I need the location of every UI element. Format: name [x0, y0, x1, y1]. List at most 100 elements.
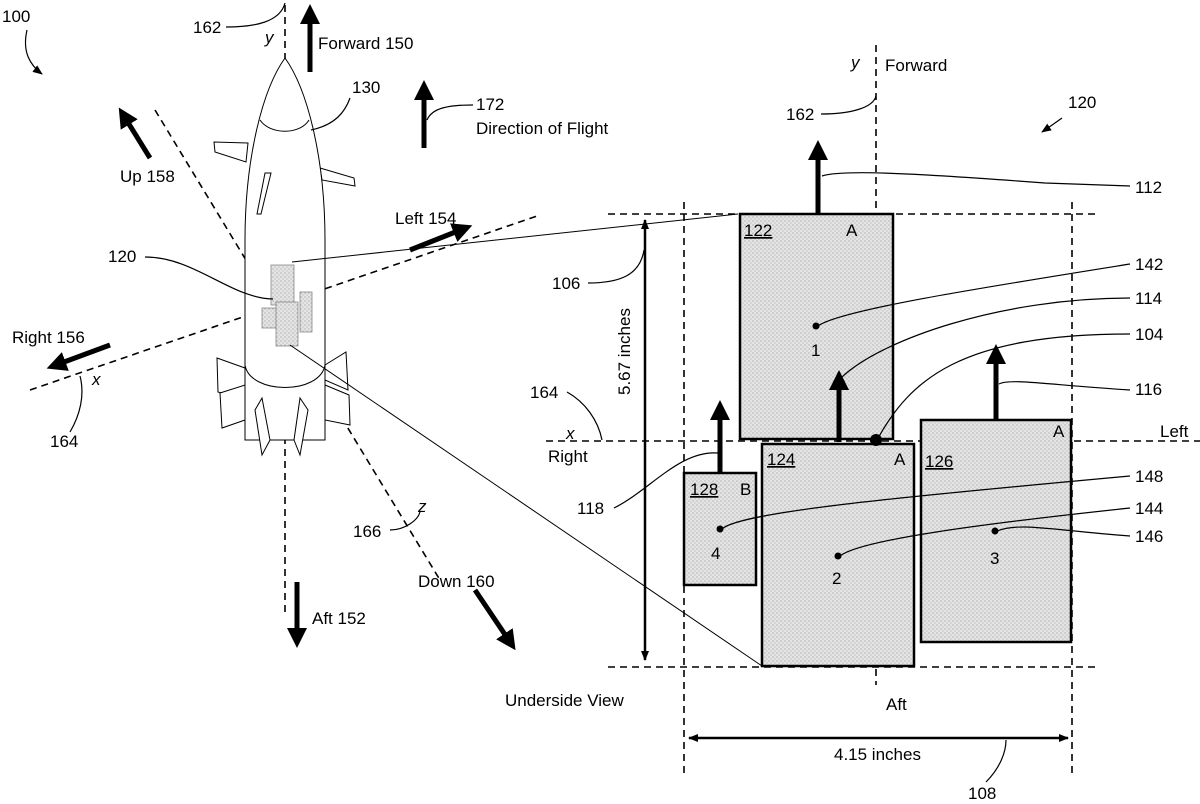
- mini-component-122: [270, 264, 295, 306]
- left-canard: [213, 141, 249, 163]
- z-axis-line: [154, 109, 441, 581]
- leader-104: [876, 333, 1131, 441]
- aft-label-right: Aft: [886, 695, 907, 714]
- component-124-index: 2: [832, 569, 841, 588]
- component-128-type: B: [740, 480, 751, 499]
- height-dimension-label: 5.67 inches: [615, 308, 634, 395]
- z-axis-ref: 166: [353, 522, 381, 541]
- component-124: 124 A 2: [760, 370, 916, 668]
- vehicle-body: [244, 57, 326, 441]
- x-axis-leader-right: [566, 391, 603, 441]
- y-axis-label: y: [264, 28, 275, 47]
- forward-label-right: Forward: [885, 56, 947, 75]
- component-122-cg-dot: [812, 322, 820, 330]
- left-arrow-icon: [409, 223, 473, 253]
- leader-148: [721, 475, 1131, 530]
- y-axis-leader-right: [820, 95, 877, 115]
- left-label: Left 154: [395, 209, 456, 228]
- component-128-cg-dot: [716, 525, 724, 533]
- y-axis-label-right: y: [850, 53, 861, 72]
- leader-118: [613, 452, 719, 509]
- up-label: Up 158: [120, 167, 175, 186]
- component-122-type: A: [846, 221, 858, 240]
- origin-ref-104: 104: [1135, 325, 1163, 344]
- y-axis-ref-right: 162: [786, 105, 814, 124]
- component-126-cg-dot: [991, 527, 999, 535]
- projection-line-top: [291, 213, 739, 263]
- z-axis-label: z: [417, 497, 427, 516]
- component-122: 122 A 1: [738, 140, 895, 441]
- vehicle-leader: [310, 97, 351, 131]
- x-axis-ref: 164: [50, 432, 78, 451]
- assembly-leader-left: [144, 256, 274, 300]
- leader-116: [998, 381, 1131, 391]
- down-label: Down 160: [418, 572, 495, 591]
- component-126-ref: 126: [925, 452, 953, 471]
- height-dimension-ref: 106: [552, 274, 580, 293]
- right-label: Right 156: [12, 328, 85, 347]
- vector-ref-114: 114: [1135, 289, 1162, 308]
- x-axis-ref-right: 164: [530, 383, 558, 402]
- assembly-ref-left: 120: [108, 247, 136, 266]
- component-128: 128 B 4: [682, 400, 758, 587]
- window-slot: [256, 172, 272, 215]
- leader-114: [840, 297, 1131, 379]
- component-124-type: A: [894, 450, 906, 469]
- component-128-index: 4: [711, 544, 720, 563]
- width-dimension-ref: 108: [968, 784, 996, 803]
- left-view: 100 y 162 Forward 150 172 Direction of F…: [2, 2, 763, 667]
- assembly-ref-arrow-icon: [1041, 117, 1063, 133]
- component-126: 126 A 3: [919, 344, 1073, 644]
- tail-fin-6: [324, 384, 351, 426]
- mini-component-124: [275, 301, 299, 347]
- width-dimension-leader: [985, 739, 1007, 783]
- mini-component-128: [261, 307, 278, 329]
- vehicle-130: [213, 57, 356, 457]
- cg-ref-148: 148: [1135, 467, 1163, 486]
- vector-ref-118: 118: [577, 499, 604, 518]
- tail-fin-2: [219, 384, 246, 429]
- left-label-right: Left: [1160, 422, 1189, 441]
- down-arrow-icon: [472, 588, 516, 651]
- width-dimension-label: 4.15 inches: [834, 745, 921, 764]
- forward-label: Forward 150: [318, 34, 413, 53]
- up-arrow-icon: [118, 107, 153, 160]
- z-axis-leader: [389, 511, 421, 531]
- assembly-ref-right: 120: [1068, 93, 1096, 112]
- view-title: Underside View: [505, 691, 624, 710]
- cg-ref-142: 142: [1135, 255, 1163, 274]
- leader-112: [821, 172, 1131, 187]
- component-122-ref: 122: [744, 221, 772, 240]
- component-128-ref: 128: [690, 480, 718, 499]
- mini-component-126: [299, 291, 313, 333]
- y-axis-ref: 162: [193, 18, 221, 37]
- vehicle-ref: 130: [352, 78, 380, 97]
- figure-ref-100: 100: [2, 7, 30, 26]
- flight-label: Direction of Flight: [476, 119, 609, 138]
- component-124-cg-dot: [834, 552, 842, 560]
- y-axis-leader: [225, 2, 286, 28]
- component-124-ref: 124: [767, 450, 795, 469]
- height-dimension-leader: [587, 249, 645, 284]
- x-axis-label-right: x: [565, 424, 575, 443]
- x-axis-label: x: [91, 370, 101, 389]
- cg-ref-144: 144: [1135, 499, 1163, 518]
- x-axis-leader: [69, 375, 83, 433]
- underside-view: Underside View 120 y Forward 162 Aft x R…: [505, 45, 1200, 803]
- flight-leader: [426, 104, 474, 121]
- component-126-index: 3: [990, 549, 999, 568]
- leader-142: [817, 263, 1131, 327]
- right-label-right: Right: [548, 447, 588, 466]
- nose-cone-seam: [259, 119, 310, 132]
- tail-fin-4: [293, 396, 309, 457]
- leader-144: [839, 507, 1131, 557]
- tail-seam: [244, 364, 326, 388]
- origin-point: [870, 434, 882, 446]
- right-canard: [319, 167, 356, 187]
- component-122-index: 1: [811, 341, 820, 360]
- flight-ref: 172: [476, 95, 504, 114]
- right-arrow-icon: [46, 342, 111, 371]
- cg-ref-146: 146: [1135, 527, 1163, 546]
- aft-label: Aft 152: [312, 609, 366, 628]
